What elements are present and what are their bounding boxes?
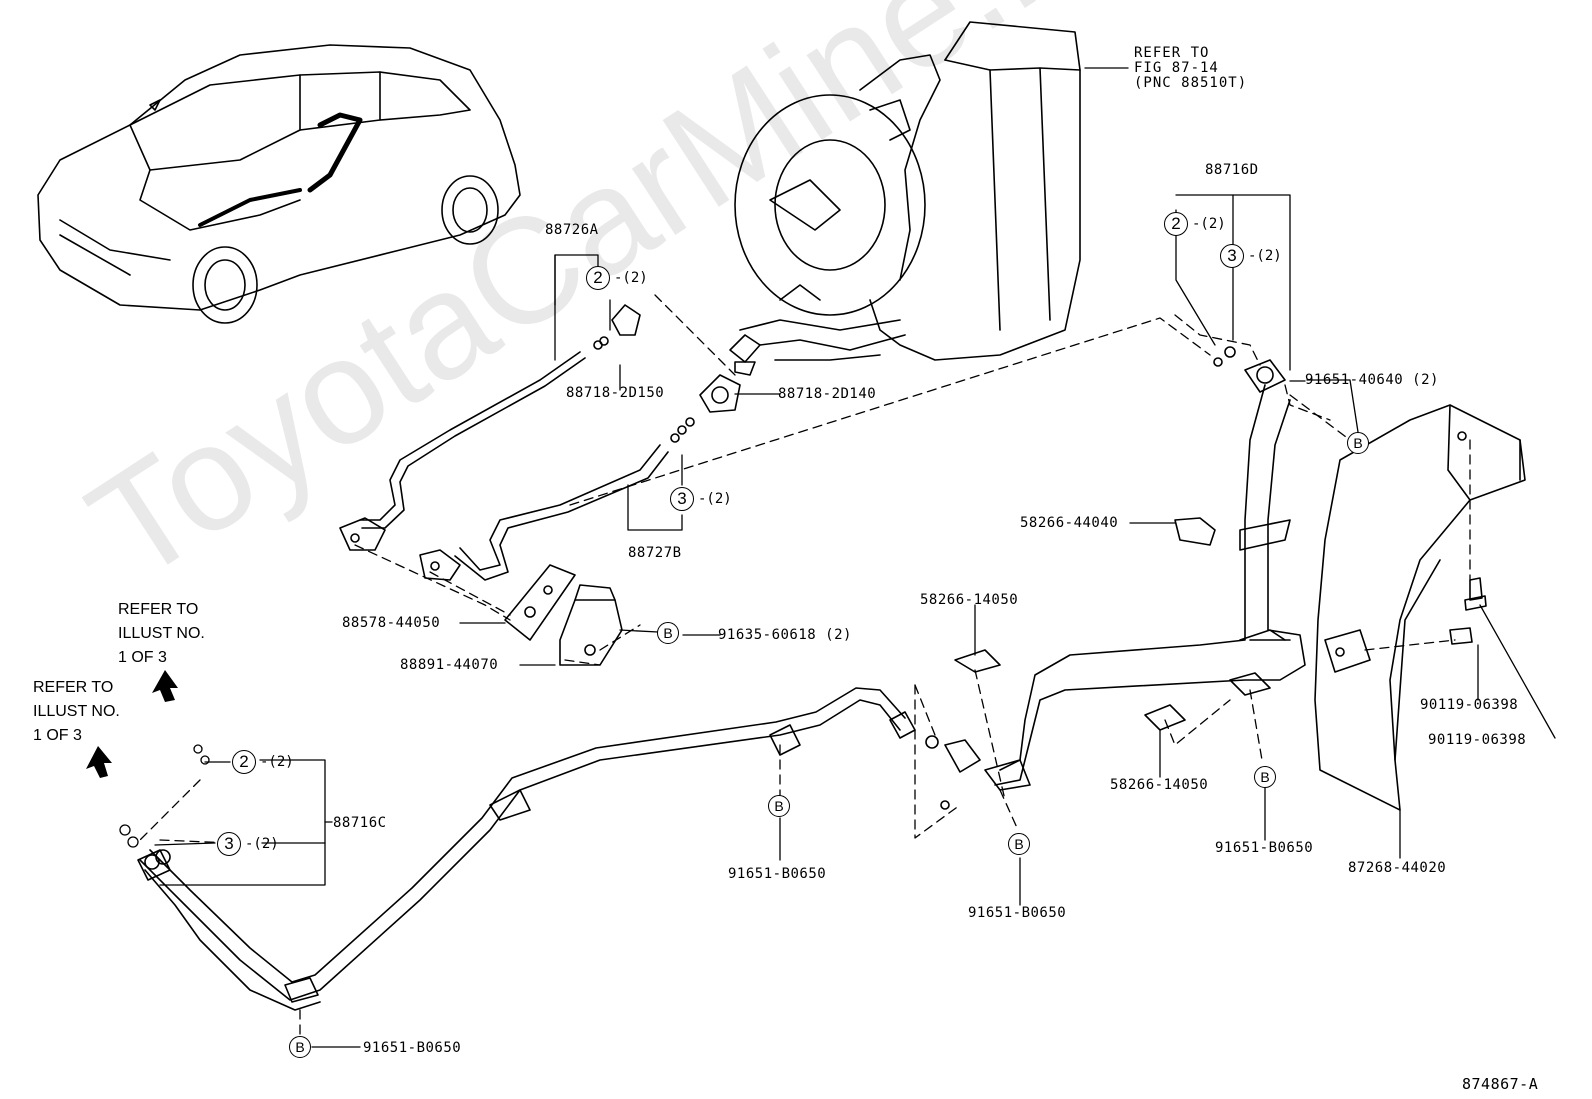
qty-label: -(2) (614, 270, 648, 286)
panel-87268-44020 (1314, 404, 1526, 811)
refer-illust-b: REFER TO ILLUST NO. 1 OF 3 (33, 679, 120, 744)
clamps (954, 517, 1271, 731)
o-rings (119, 744, 210, 848)
arrow-up-icon (86, 746, 112, 778)
part-label-91651-40640[interactable]: 91651-40640 (2) (1305, 372, 1439, 388)
callout-b: B (289, 1036, 311, 1058)
part-label-58266-14050-b[interactable]: 58266-14050 (1110, 777, 1209, 793)
part-label-88727B[interactable]: 88727B (628, 545, 682, 561)
part-label-91651-B0650-b[interactable]: 91651-B0650 (968, 905, 1067, 921)
part-label-88716D[interactable]: 88716D (1205, 162, 1259, 178)
figure-id: 874867-A (1462, 1075, 1539, 1093)
callout-b: B (1254, 766, 1276, 788)
car-illustration (37, 44, 521, 324)
part-label-88891-44070[interactable]: 88891-44070 (400, 657, 499, 673)
callout-b: B (768, 795, 790, 817)
part-label-90119-06398-b[interactable]: 90119-06398 (1428, 732, 1527, 748)
callout-2: 2 (232, 750, 256, 774)
arrow-up-icon (152, 670, 178, 702)
callout-2: 2 (586, 266, 610, 290)
callout-3: 3 (1220, 244, 1244, 268)
part-label-58266-44040[interactable]: 58266-44040 (1020, 515, 1119, 531)
callout-b: B (1347, 432, 1369, 454)
hose-88716C (137, 687, 916, 1011)
callout-b: B (1008, 833, 1030, 855)
hose-88727B (419, 374, 741, 581)
callout-3: 3 (670, 487, 694, 511)
part-label-91651-B0650-d[interactable]: 91651-B0650 (363, 1040, 462, 1056)
callout-b: B (657, 622, 679, 644)
part-label-91651-B0650-c[interactable]: 91651-B0650 (1215, 840, 1314, 856)
part-label-88578-44050[interactable]: 88578-44050 (342, 615, 441, 631)
dashed-guide-lines (139, 294, 1471, 1036)
qty-label: -(2) (1248, 248, 1282, 264)
leader-lines (154, 67, 1556, 1048)
part-label-87268-44020[interactable]: 87268-44020 (1348, 860, 1447, 876)
hose-88716D (925, 346, 1306, 810)
refer-fig: REFER TO FIG 87-14 (PNC 88510T) (1134, 45, 1248, 91)
qty-label: -(2) (260, 754, 294, 770)
part-label-88726A[interactable]: 88726A (545, 222, 599, 238)
callout-2: 2 (1164, 212, 1188, 236)
heater-unit (729, 21, 1081, 376)
part-label-58266-14050-a[interactable]: 58266-14050 (920, 592, 1019, 608)
part-label-91635-60618[interactable]: 91635-60618 (2) (718, 627, 852, 643)
part-label-88716C[interactable]: 88716C (333, 815, 387, 831)
qty-label: -(2) (245, 836, 279, 852)
brackets (504, 564, 623, 666)
qty-label: -(2) (1192, 216, 1226, 232)
part-label-90119-06398-a[interactable]: 90119-06398 (1420, 697, 1519, 713)
hose-88726A (339, 304, 641, 551)
qty-label: -(2) (698, 491, 732, 507)
part-label-88718-2D150[interactable]: 88718-2D150 (566, 385, 665, 401)
part-label-88718-2D140[interactable]: 88718-2D140 (778, 386, 877, 402)
refer-arrows (86, 670, 178, 778)
part-label-91651-B0650-a[interactable]: 91651-B0650 (728, 866, 827, 882)
callout-3: 3 (217, 832, 241, 856)
refer-illust-a: REFER TO ILLUST NO. 1 OF 3 (118, 601, 205, 666)
